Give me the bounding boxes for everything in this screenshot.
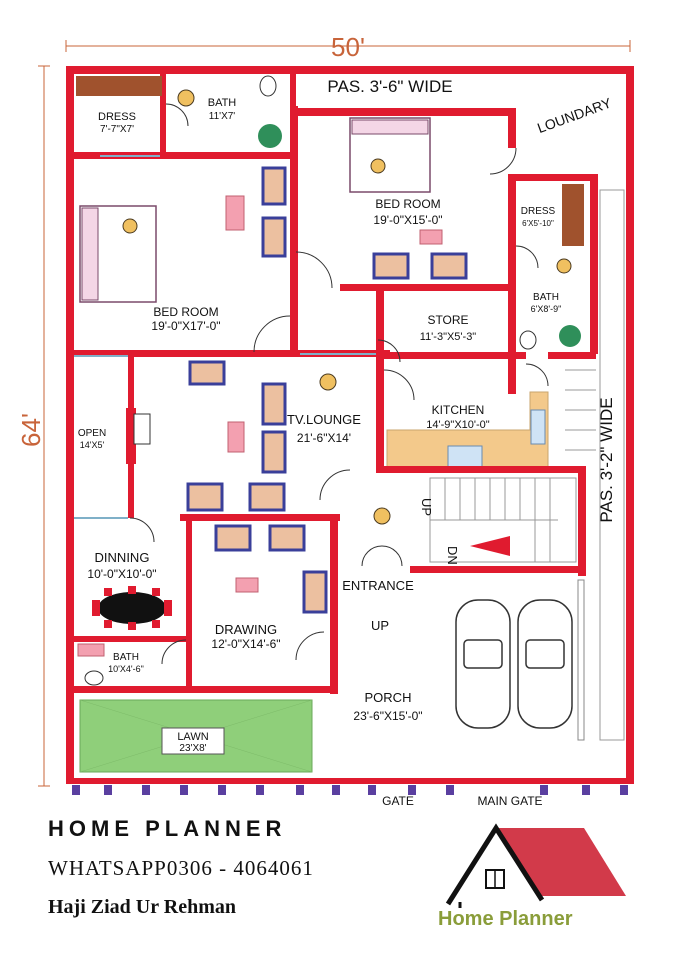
main-gate-label: MAIN GATE bbox=[477, 794, 542, 808]
bath2-size: 6'X8'-9" bbox=[531, 304, 562, 314]
whatsapp-label: WHATSAPP bbox=[48, 856, 167, 880]
whatsapp-line: WHATSAPP0306 - 4064061 bbox=[48, 856, 314, 881]
tv-icon bbox=[133, 413, 151, 445]
car-icon bbox=[517, 599, 573, 729]
store-size: 11'-3"X5'-3" bbox=[420, 331, 477, 343]
door-swings bbox=[129, 103, 549, 665]
bedroom1-name: BED ROOM bbox=[375, 197, 440, 211]
home-planner-logo bbox=[445, 823, 626, 908]
bedroom2-name: BED ROOM bbox=[153, 305, 218, 319]
sink-icon bbox=[530, 409, 546, 445]
window-lines bbox=[74, 155, 376, 519]
entrance-up-label: UP bbox=[371, 618, 389, 633]
entrance-label: ENTRANCE bbox=[342, 578, 414, 593]
bedroom2-size: 19'-0"X17'-0" bbox=[151, 319, 220, 333]
dress2-name: DRESS bbox=[521, 206, 556, 217]
logo-roof bbox=[496, 828, 626, 896]
top-passage-label: PAS. 3'-6" WIDE bbox=[327, 77, 452, 96]
car-icon bbox=[455, 599, 511, 729]
shower-icon bbox=[258, 124, 581, 347]
dining-table bbox=[92, 586, 172, 630]
dinning-size: 10'-0"X10'-0" bbox=[87, 567, 156, 581]
store-name: STORE bbox=[427, 313, 468, 327]
dress2-size: 6'X5'-10" bbox=[522, 219, 554, 228]
walls bbox=[66, 66, 634, 784]
porch-pillar-line bbox=[577, 579, 585, 741]
bed-icon bbox=[79, 205, 157, 303]
bedroom1-size: 19'-0"X15'-0" bbox=[373, 213, 442, 227]
bath1-name: BATH bbox=[208, 97, 237, 109]
top-passage bbox=[296, 74, 504, 106]
lawn-size: 23'X8' bbox=[179, 743, 206, 754]
open-size: 14'X5' bbox=[80, 440, 105, 450]
dress1-size: 7'-7"X7' bbox=[100, 124, 134, 135]
bath3-name: BATH bbox=[113, 652, 139, 663]
stair-up-label: UP bbox=[419, 498, 434, 516]
wardrobe-icon bbox=[562, 184, 584, 246]
bath3-size: 10'X4'-6" bbox=[108, 664, 144, 674]
owner-name: Haji Ziad Ur Rehman bbox=[48, 896, 236, 918]
lawn-name: LAWN bbox=[177, 731, 208, 743]
right-passage-label: PAS. 3'-2" WIDE bbox=[597, 397, 616, 522]
tvlounge-name: TV.LOUNGE bbox=[287, 412, 361, 427]
gate-posts bbox=[72, 785, 628, 795]
porch-name: PORCH bbox=[365, 690, 412, 705]
bath1-size: 11'X7' bbox=[209, 111, 236, 122]
width-dimension: 50' bbox=[331, 32, 365, 62]
porch-size: 23'-6"X15'-0" bbox=[353, 709, 422, 723]
logo-outline bbox=[445, 823, 545, 906]
side-passage bbox=[599, 189, 625, 741]
dress1-name: DRESS bbox=[98, 111, 136, 123]
height-dimension: 64' bbox=[16, 413, 46, 447]
open-name: OPEN bbox=[78, 428, 106, 439]
kitchen-size: 14'-9"X10'-0" bbox=[426, 419, 489, 431]
tvlounge-size: 21'-6"X14' bbox=[297, 431, 351, 445]
stair-arrow-icon bbox=[470, 536, 510, 556]
drawing-size: 12'-0"X14'-6" bbox=[211, 637, 280, 651]
lawn-label-box bbox=[161, 727, 225, 755]
coffee-tables bbox=[225, 195, 443, 593]
floor-plan: 50' 64' bbox=[16, 32, 634, 808]
stove-icon bbox=[447, 445, 483, 469]
toilet-icon bbox=[84, 75, 537, 686]
washbasin-icon bbox=[77, 643, 105, 657]
wardrobe-icon bbox=[76, 76, 162, 96]
drawing-name: DRAWING bbox=[215, 622, 277, 637]
dinning-name: DINNING bbox=[95, 550, 150, 565]
brand-title: HOME PLANNER bbox=[48, 816, 287, 841]
stair-dn-label: DN bbox=[445, 546, 460, 565]
kitchen-name: KITCHEN bbox=[432, 403, 485, 417]
logo-text: Home Planner bbox=[438, 908, 573, 930]
width-dimension-line bbox=[65, 40, 631, 52]
height-dimension-line bbox=[38, 65, 50, 787]
bed-icon bbox=[349, 117, 431, 193]
phone-number: 0306 - 4064061 bbox=[166, 856, 314, 880]
gate-label: GATE bbox=[382, 794, 414, 808]
bath2-name: BATH bbox=[533, 292, 559, 303]
person-icons bbox=[122, 89, 572, 525]
furniture-chairs bbox=[186, 166, 468, 614]
